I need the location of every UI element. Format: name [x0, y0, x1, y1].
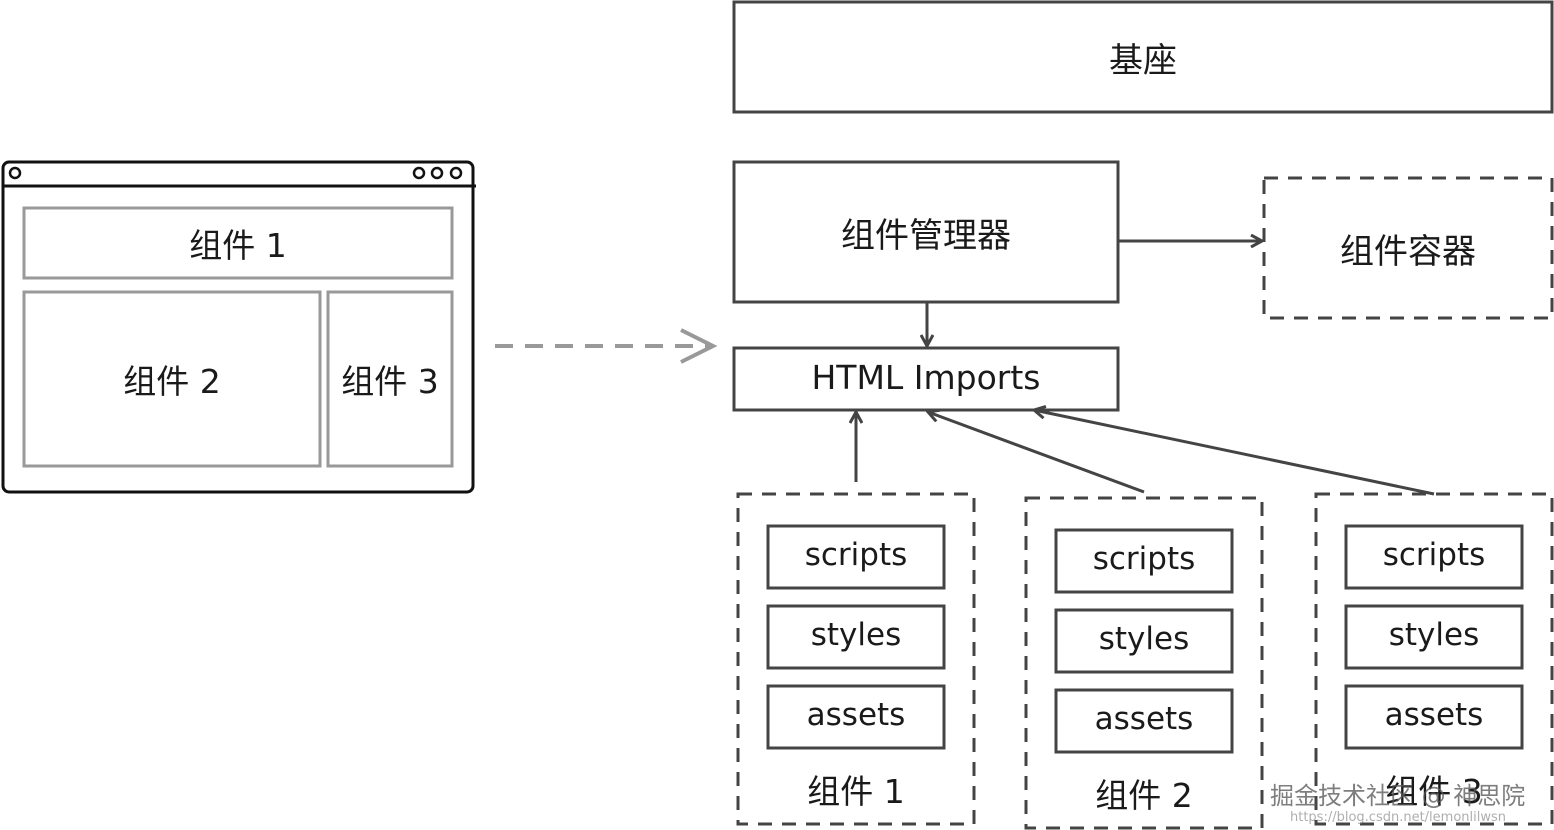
styles-label: styles [1098, 621, 1190, 657]
browser-frame [1, 160, 475, 494]
browser-window [1, 160, 476, 494]
base-box [732, 0, 1554, 114]
package-2 [1024, 496, 1264, 830]
watermark-url: https://blog.csdn.net/lemonlilwsn [1290, 810, 1507, 825]
scripts-box [1344, 524, 1524, 590]
manager-label: 组件管理器 [841, 215, 1011, 256]
styles-label: styles [810, 617, 902, 653]
assets-box [766, 684, 946, 750]
imports-label: HTML Imports [811, 357, 1041, 397]
styles-box [1054, 608, 1234, 674]
package-frame [1314, 492, 1554, 826]
scripts-label: scripts [1092, 541, 1196, 577]
scripts-box [1054, 528, 1234, 594]
component1-block [22, 206, 454, 280]
scripts-label: scripts [804, 537, 908, 573]
assets-label: assets [1094, 701, 1194, 737]
package-1 [736, 492, 976, 826]
package2-to-imports-arrow [928, 412, 1145, 494]
assets-box [1054, 688, 1234, 754]
component1-label: 组件 1 [189, 226, 287, 265]
package-frame [1024, 496, 1264, 830]
package-name-label: 组件 1 [807, 772, 905, 811]
component2-block [22, 290, 322, 468]
base-label: 基座 [1109, 40, 1177, 81]
component3-block [326, 290, 454, 468]
package-name-label: 组件 3 [1385, 772, 1483, 811]
window-dot-icon [430, 166, 444, 180]
assets-label: assets [806, 697, 906, 733]
component3-label: 组件 3 [341, 362, 439, 401]
window-dot-icon [8, 166, 22, 180]
styles-box [766, 604, 946, 670]
window-dot-icon [412, 166, 426, 180]
package-frame [736, 492, 976, 826]
container-label: 组件容器 [1340, 231, 1476, 272]
assets-box [1344, 684, 1524, 750]
styles-box [1344, 604, 1524, 670]
container-box [1262, 176, 1554, 320]
watermark-text: 掘金技术社区 @ 神思院 [1270, 782, 1526, 810]
window-dot-icon [449, 166, 463, 180]
component2-label: 组件 2 [123, 362, 221, 401]
assets-label: assets [1384, 697, 1484, 733]
scripts-label: scripts [1382, 537, 1486, 573]
scripts-box [766, 524, 946, 590]
package-name-label: 组件 2 [1095, 776, 1193, 815]
package-3 [1314, 492, 1554, 826]
styles-label: styles [1388, 617, 1480, 653]
package3-to-imports-arrow [1034, 410, 1435, 496]
